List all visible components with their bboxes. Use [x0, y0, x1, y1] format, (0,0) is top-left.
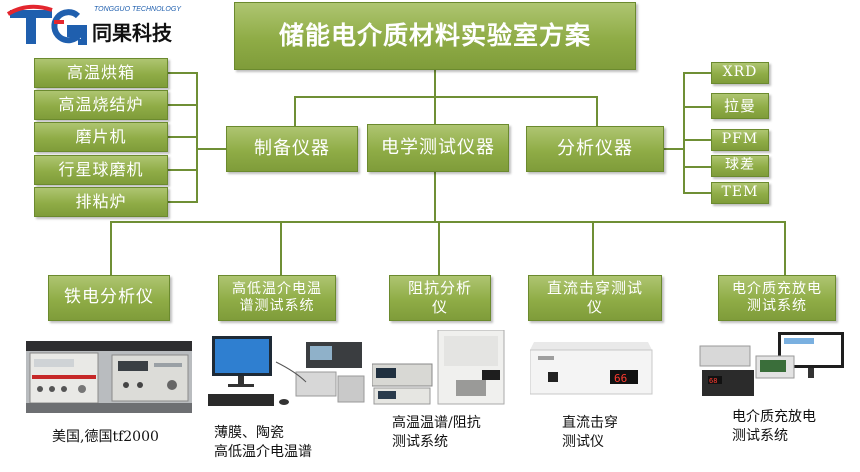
connector — [438, 221, 440, 275]
system-label: 电介质充放电 — [732, 280, 822, 297]
connector — [168, 201, 198, 203]
caption-line: 测试仪 — [562, 433, 604, 450]
caption-line: 测试系统 — [392, 433, 448, 450]
breakdown-readout: 66 — [614, 372, 627, 385]
connector — [110, 221, 112, 275]
system-impedance-box: 阻抗分析 仪 — [389, 275, 491, 321]
connector — [664, 148, 684, 150]
connector — [110, 221, 786, 223]
system-label: 铁电分析仪 — [64, 287, 154, 308]
logo-brand-cn: 同果科技 — [92, 21, 172, 45]
prep-item-label: 磨片机 — [75, 127, 127, 146]
analysis-item-pfm: PFM — [711, 129, 769, 151]
prep-item-label: 排粘炉 — [75, 192, 127, 211]
connector — [168, 136, 198, 138]
caption-line: 高低温介电温谱 — [214, 443, 312, 460]
connector — [280, 221, 282, 275]
tongguo-logo: TONGGUO TECHNOLOGY 同果科技 — [6, 2, 186, 48]
caption-dielectric-temp: 薄膜、陶瓷 高低温介电温谱 — [214, 424, 312, 462]
caption-line: 直流击穿 — [562, 415, 618, 431]
caption-breakdown: 直流击穿 测试仪 — [562, 414, 618, 452]
category-preparation-label: 制备仪器 — [254, 137, 330, 159]
connector — [434, 70, 436, 97]
logo-brand-en: TONGGUO TECHNOLOGY — [94, 6, 181, 13]
connector — [596, 96, 598, 126]
system-label: 测试系统 — [747, 298, 807, 314]
system-label: 仪 — [431, 298, 448, 316]
system-dielectric-temp-box: 高低温介电温 谱测试系统 — [218, 275, 336, 321]
impedance-equipment-photo — [371, 329, 506, 406]
connector — [683, 192, 711, 194]
discharge-readout: 68 — [709, 377, 717, 385]
analysis-item-cs: 球差 — [711, 155, 769, 177]
page-title: 储能电介质材料实验室方案 — [278, 21, 591, 51]
connector — [683, 72, 711, 74]
prep-item-label: 高温烧结炉 — [58, 95, 144, 114]
prep-item-label: 高温烘箱 — [66, 63, 135, 82]
analysis-item-tem: TEM — [711, 182, 769, 204]
tongguo-logo-mark — [6, 4, 87, 45]
caption-ferroelectric: 美国,德国tf2000 — [52, 428, 159, 447]
connector — [434, 172, 436, 222]
connector — [592, 221, 594, 275]
connector — [168, 169, 198, 171]
analysis-item-label: 拉曼 — [723, 96, 756, 115]
connector — [784, 221, 786, 275]
connector — [294, 96, 598, 98]
prep-item-label: 行星球磨机 — [58, 160, 144, 179]
caption-line: 电介质充放电 — [732, 409, 816, 425]
system-ferroelectric-box: 铁电分析仪 — [48, 275, 170, 321]
system-label: 高低温介电温 — [232, 280, 322, 297]
dielectric-temp-equipment-photo — [206, 332, 366, 416]
breakdown-equipment-photo: 66 — [529, 332, 654, 396]
system-discharge-box: 电介质充放电 测试系统 — [718, 275, 836, 321]
connector — [196, 148, 226, 150]
caption-discharge: 电介质充放电 测试系统 — [732, 408, 816, 446]
category-electrical-label: 电学测试仪器 — [381, 136, 495, 158]
connector — [683, 166, 711, 168]
connector — [196, 72, 198, 203]
analysis-item-label: 球差 — [725, 157, 755, 174]
category-analysis-label: 分析仪器 — [557, 137, 633, 159]
analysis-item-label: XRD — [722, 64, 758, 81]
ferroelectric-equipment-photo — [26, 341, 192, 413]
connector — [168, 72, 198, 74]
system-label: 直流击穿测试 — [546, 279, 643, 298]
system-label: 阻抗分析 — [407, 279, 472, 298]
connector — [683, 106, 711, 108]
caption-line: 薄膜、陶瓷 — [214, 425, 284, 441]
analysis-item-raman: 拉曼 — [711, 93, 769, 119]
analysis-item-label: TEM — [721, 184, 759, 201]
system-label: 仪 — [586, 298, 603, 316]
prep-item-oven: 高温烘箱 — [34, 58, 168, 88]
analysis-item-xrd: XRD — [711, 62, 769, 84]
caption-line: 高温温谱/阻抗 — [392, 415, 481, 431]
prep-item-ball-mill: 行星球磨机 — [34, 155, 168, 185]
discharge-equipment-photo: 68 — [698, 330, 848, 400]
caption-line: 美国,德国tf2000 — [52, 429, 159, 445]
connector — [683, 139, 711, 141]
main-title-box: 储能电介质材料实验室方案 — [234, 2, 636, 70]
prep-item-debinding: 排粘炉 — [34, 187, 168, 217]
connector — [294, 96, 296, 126]
prep-item-grinder: 磨片机 — [34, 122, 168, 152]
system-breakdown-box: 直流击穿测试 仪 — [528, 275, 662, 321]
system-label: 谱测试系统 — [239, 298, 315, 314]
prep-item-furnace: 高温烧结炉 — [34, 90, 168, 120]
caption-impedance: 高温温谱/阻抗 测试系统 — [392, 414, 481, 452]
category-electrical-box: 电学测试仪器 — [367, 124, 509, 172]
connector — [683, 72, 685, 194]
analysis-item-label: PFM — [721, 131, 759, 148]
connector — [434, 96, 436, 126]
connector — [168, 104, 198, 106]
category-preparation-box: 制备仪器 — [226, 126, 358, 172]
category-analysis-box: 分析仪器 — [526, 126, 664, 172]
caption-line: 测试系统 — [732, 427, 788, 444]
